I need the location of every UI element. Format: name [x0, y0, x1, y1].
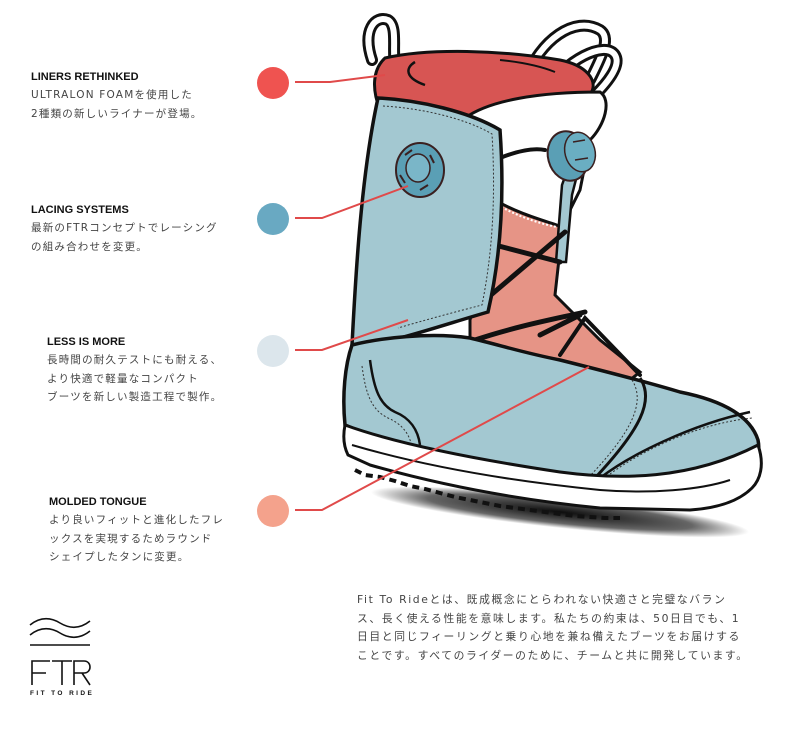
- feature-description: ULTRALON FOAMを使用した 2種類の新しいライナーが登場。: [31, 89, 203, 120]
- feature-description: 長時間の耐久テストにも耐える、 より快適で軽量なコンパクト ブーツを新しい製造工…: [47, 354, 223, 403]
- connector-tongue: [295, 366, 590, 511]
- tongue-dot-icon: [257, 495, 289, 527]
- feature-title: LESS IS MORE: [47, 336, 126, 348]
- feature-description: 最新のFTRコンセプトでレーシング の組み合わせを変更。: [31, 222, 218, 253]
- sole: [342, 422, 763, 520]
- logo-caption: FIT TO RIDE: [30, 690, 95, 697]
- wave-logo-icon: [29, 617, 91, 686]
- laces: [472, 147, 642, 377]
- about-paragraph: Fit To Rideとは、既成概念にとらわれない快適さと完璧なバランス、長く使…: [357, 593, 749, 662]
- connector-lines: [295, 74, 590, 511]
- connector-lacing: [295, 185, 409, 219]
- feature-title: LACING SYSTEMS: [31, 204, 129, 216]
- feature-title: LINERS RETHINKED: [31, 71, 139, 83]
- boa-dial-rear: [546, 130, 597, 182]
- feature-description: より良いフィットと進化したフレ ックスを実現するためラウンド シェイプしたタンに…: [49, 514, 225, 563]
- connector-liners: [295, 74, 386, 83]
- liners-dot-icon: [257, 67, 289, 99]
- shell-cuff: [350, 96, 504, 348]
- feature-molded-tongue: MOLDED TONGUE より良いフィットと進化したフレ ックスを実現するため…: [49, 495, 224, 567]
- feature-title: MOLDED TONGUE: [49, 496, 147, 508]
- feature-less-is-more: LESS IS MORE 長時間の耐久テストにも耐える、 より快適で軽量なコンパ…: [47, 335, 222, 407]
- less-dot-icon: [257, 335, 289, 367]
- boa-dial-cuff: [395, 142, 445, 198]
- feature-lacing-systems: LACING SYSTEMS 最新のFTRコンセプトでレーシング の組み合わせを…: [31, 203, 218, 256]
- lacing-dot-icon: [257, 203, 289, 235]
- connector-less: [295, 319, 409, 351]
- feature-liners-rethinked: LINERS RETHINKED ULTRALON FOAMを使用した 2種類の…: [31, 70, 202, 123]
